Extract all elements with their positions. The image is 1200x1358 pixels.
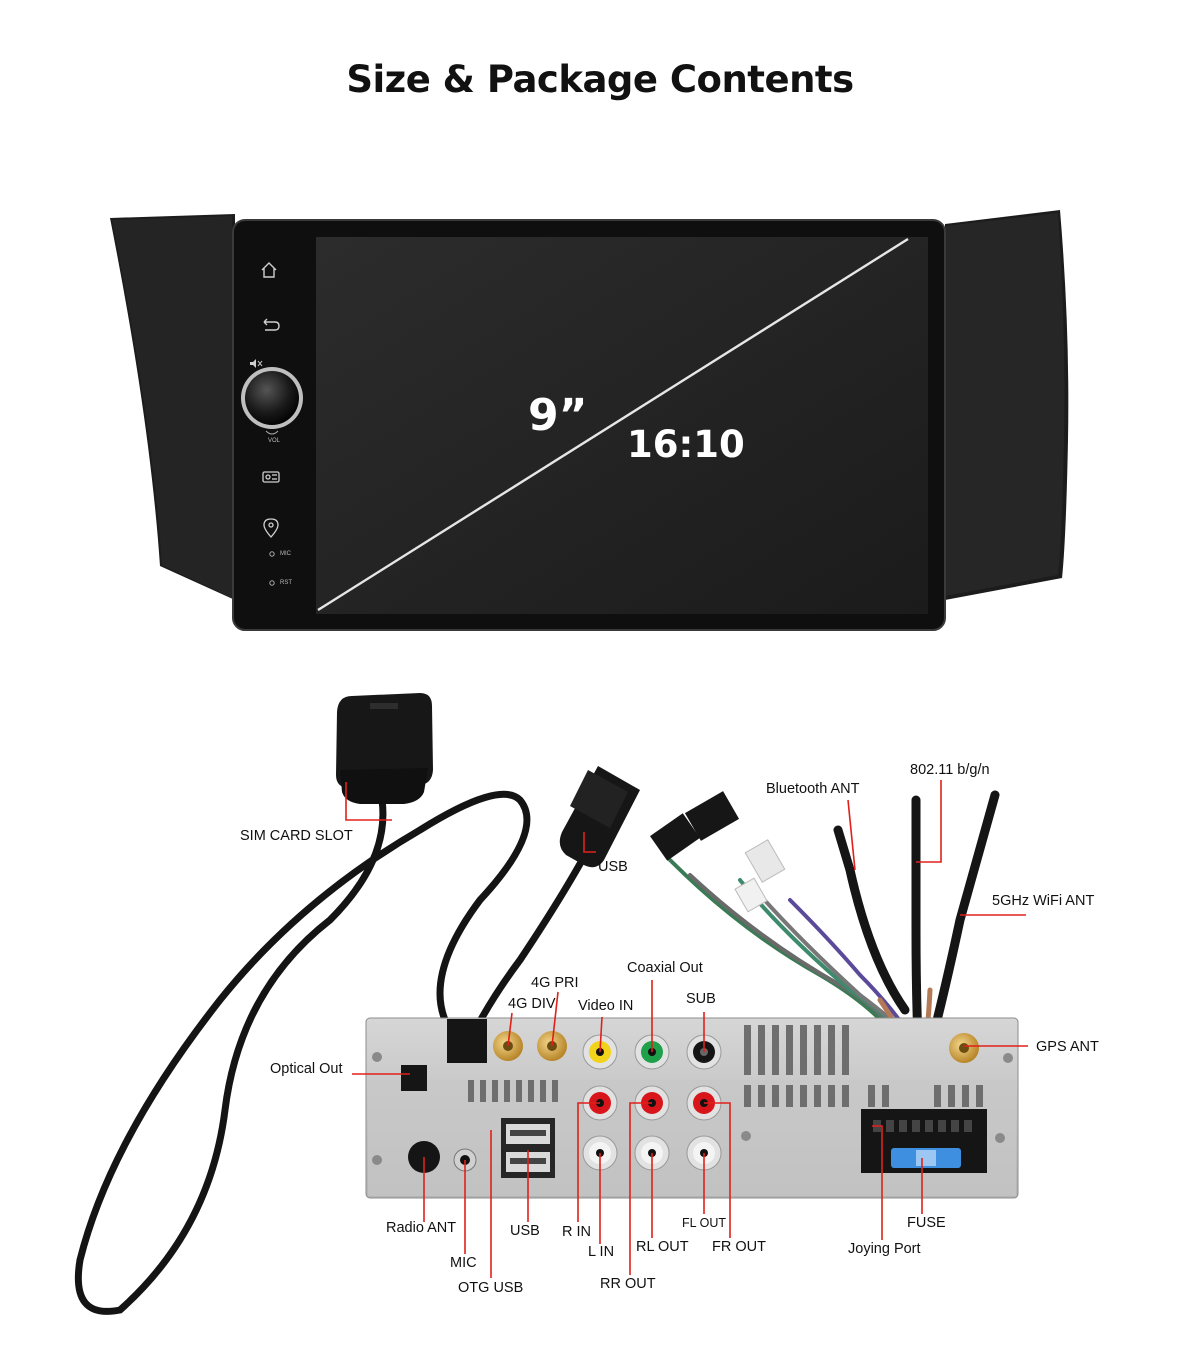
sim-card-slot [336,693,433,804]
rr-out-label: RR OUT [600,1276,656,1292]
reset-button[interactable] [269,580,275,586]
page-title: Size & Package Contents [346,58,854,101]
rl-out-label: RL OUT [636,1239,689,1255]
optical-out-label: Optical Out [270,1061,343,1077]
sub-label: SUB [686,991,716,1007]
screen-size-label: 9” [528,390,588,441]
r-in-label: R IN [562,1224,591,1240]
gps-antenna-port[interactable] [949,1033,979,1063]
gps-ant-label: GPS ANT [1036,1039,1099,1055]
home-icon [261,262,277,278]
video-in-label: Video IN [578,998,634,1014]
4g-div-label: 4G DIV [508,996,556,1012]
harness-connectors [650,791,786,913]
sim-card-slot-label: SIM CARD SLOT [240,828,353,844]
back-icon [263,318,280,331]
screen-ratio-label: 16:10 [627,423,745,466]
callout-lines [345,780,1028,1278]
mute-icon [250,359,263,368]
head-unit-frame [110,210,1069,600]
sim-card-cable [74,790,531,1315]
usb-cable [466,851,589,1044]
head-unit-screen [316,237,928,614]
wifi-24-label: 802.11 b/g/n [910,762,990,778]
otg-usb-label: OTG USB [458,1280,524,1296]
fl-out-label: FL OUT [682,1216,726,1230]
usb-connector [559,766,640,868]
l-in-label: L IN [588,1244,615,1260]
joying-port-label: Joying Port [848,1241,921,1257]
mic-hole [269,551,275,557]
mic-side-label: MIC [280,551,291,557]
coaxial-out-label: Coaxial Out [627,960,703,976]
usb-cable-label: USB [598,859,628,875]
rst-side-label: RST [280,580,292,586]
location-icon [263,518,279,538]
radio-icon [262,471,280,483]
optical-out-port[interactable] [401,1065,427,1091]
fr-out-label: FR OUT [712,1239,766,1255]
mic-label: MIC [450,1255,477,1271]
fuse-label: FUSE [907,1215,946,1231]
vol-label: VOL [268,438,281,444]
radio-ant-label: Radio ANT [386,1220,457,1236]
fuse [891,1148,961,1168]
wifi-5-label: 5GHz WiFi ANT [992,893,1095,909]
4g-pri-label: 4G PRI [531,975,579,991]
usb-port-label: USB [510,1223,540,1239]
bluetooth-ant-label: Bluetooth ANT [766,781,860,797]
screen-diagonal [317,237,909,612]
